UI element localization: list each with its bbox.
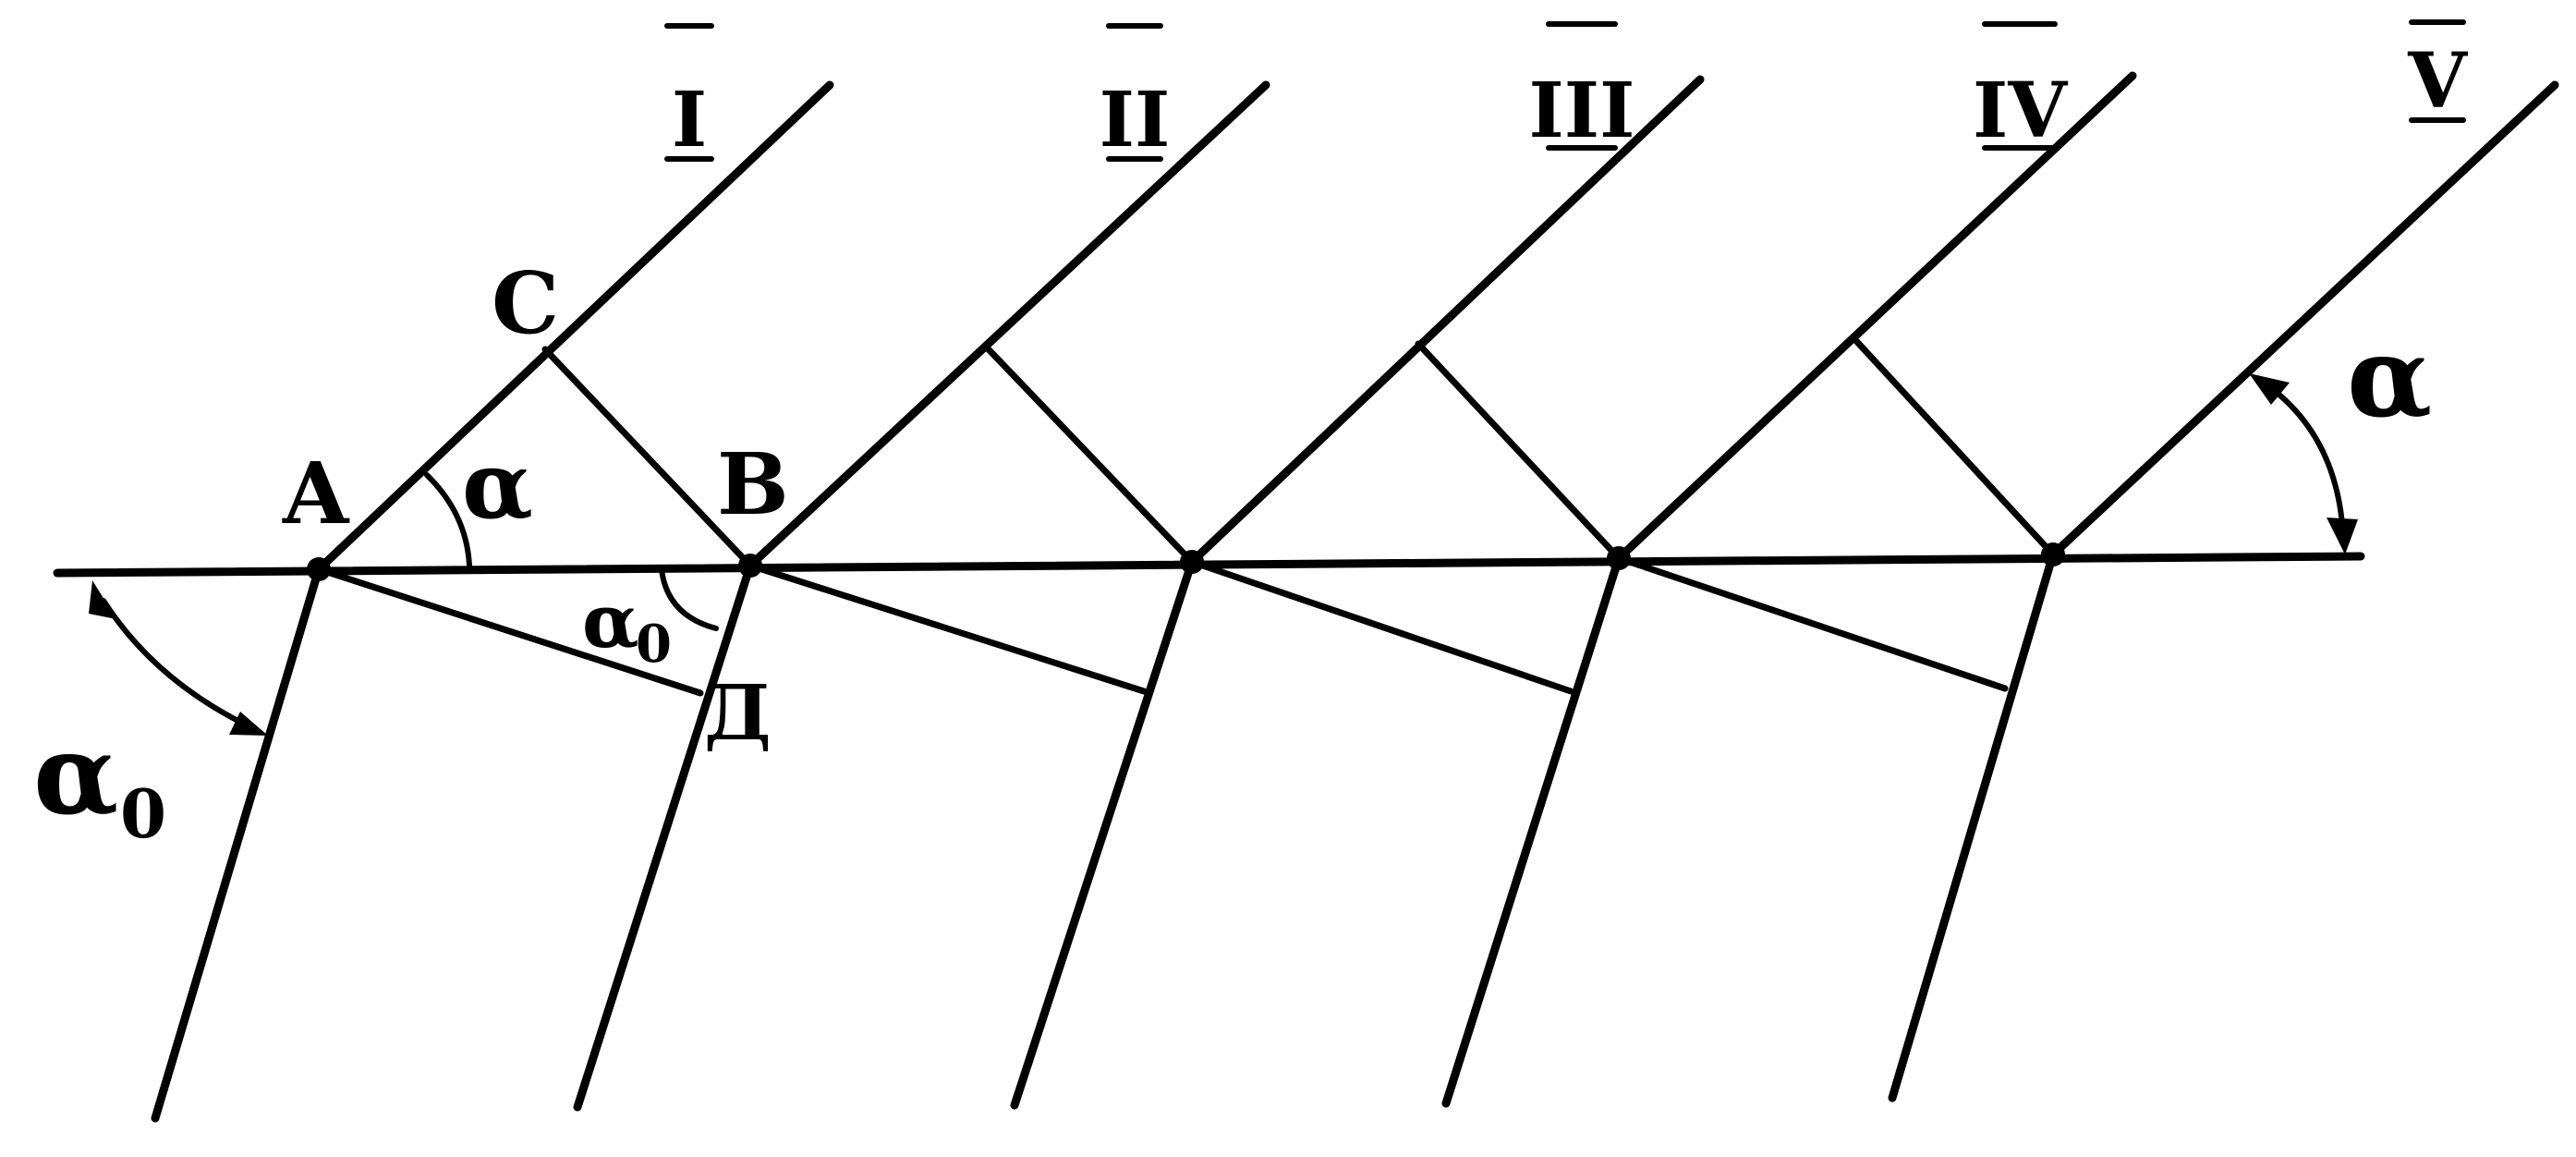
point-b-dot: [738, 554, 762, 578]
incident-ray-1: [314, 80, 834, 574]
point-a-dot: [307, 557, 331, 581]
ray-label-5: V: [2407, 19, 2468, 126]
point-5-dot: [2041, 542, 2065, 566]
point-3-dot: [1180, 550, 1204, 574]
label-b: B: [717, 434, 789, 534]
label-alpha-right: α: [2347, 312, 2432, 443]
angle-arc-alpha0-b: [659, 566, 719, 631]
refracted-ray-5: [1888, 550, 2058, 1102]
incident-ray-4: [1614, 71, 2137, 563]
ray-label-2: II: [1100, 23, 1171, 164]
svg-text:V: V: [2407, 37, 2468, 126]
incident-ray-3: [1187, 75, 1705, 566]
label-alpha0-mid-sub: 0: [636, 614, 672, 675]
svg-text:I: I: [672, 76, 707, 164]
point-4-dot: [1607, 546, 1631, 570]
refracted-ray-3: [1010, 557, 1197, 1110]
upper-wavefront-2: [981, 342, 1196, 566]
label-alpha0-mid: α: [582, 578, 639, 664]
arrowhead-right: [229, 712, 268, 736]
upper-wavefront-1: [541, 346, 754, 569]
label-a: A: [282, 444, 350, 543]
upper-wavefront-4: [1853, 338, 2057, 558]
angle-arc-alpha0-left: [101, 598, 260, 733]
lower-wavefront-4: [1615, 554, 2009, 692]
refracted-ray-1: [151, 565, 323, 1123]
upper-wavefront-3: [1415, 340, 1622, 562]
label-alpha-a: α: [462, 431, 533, 540]
label-c: C: [492, 253, 559, 353]
refracted-ray-2: [573, 561, 755, 1112]
arrowhead-bottom: [2327, 518, 2358, 554]
ray-label-3: III: [1528, 21, 1635, 155]
incident-ray-2: [746, 80, 1270, 570]
incident-ray-5: [2048, 80, 2559, 559]
svg-text:III: III: [1528, 67, 1634, 155]
ray-label-1: I: [664, 23, 714, 164]
arrowhead-top: [2249, 373, 2290, 405]
arrowhead-up: [89, 580, 116, 619]
angle-arc-alpha-a: [424, 472, 472, 568]
lower-wavefront-3: [1188, 558, 1574, 695]
refracted-ray-4: [1441, 554, 1623, 1108]
angle-arc-alpha-right: [2261, 380, 2346, 539]
svg-text:II: II: [1100, 76, 1171, 164]
lower-wavefront-2: [747, 562, 1148, 695]
label-alpha0-left-sub: 0: [120, 774, 166, 853]
svg-text:IV: IV: [1973, 67, 2068, 155]
label-alpha0-left: α: [33, 710, 118, 840]
ray-label-4: IV: [1973, 21, 2068, 155]
lower-wavefront-1: [315, 566, 704, 697]
label-d: Д: [704, 669, 772, 758]
